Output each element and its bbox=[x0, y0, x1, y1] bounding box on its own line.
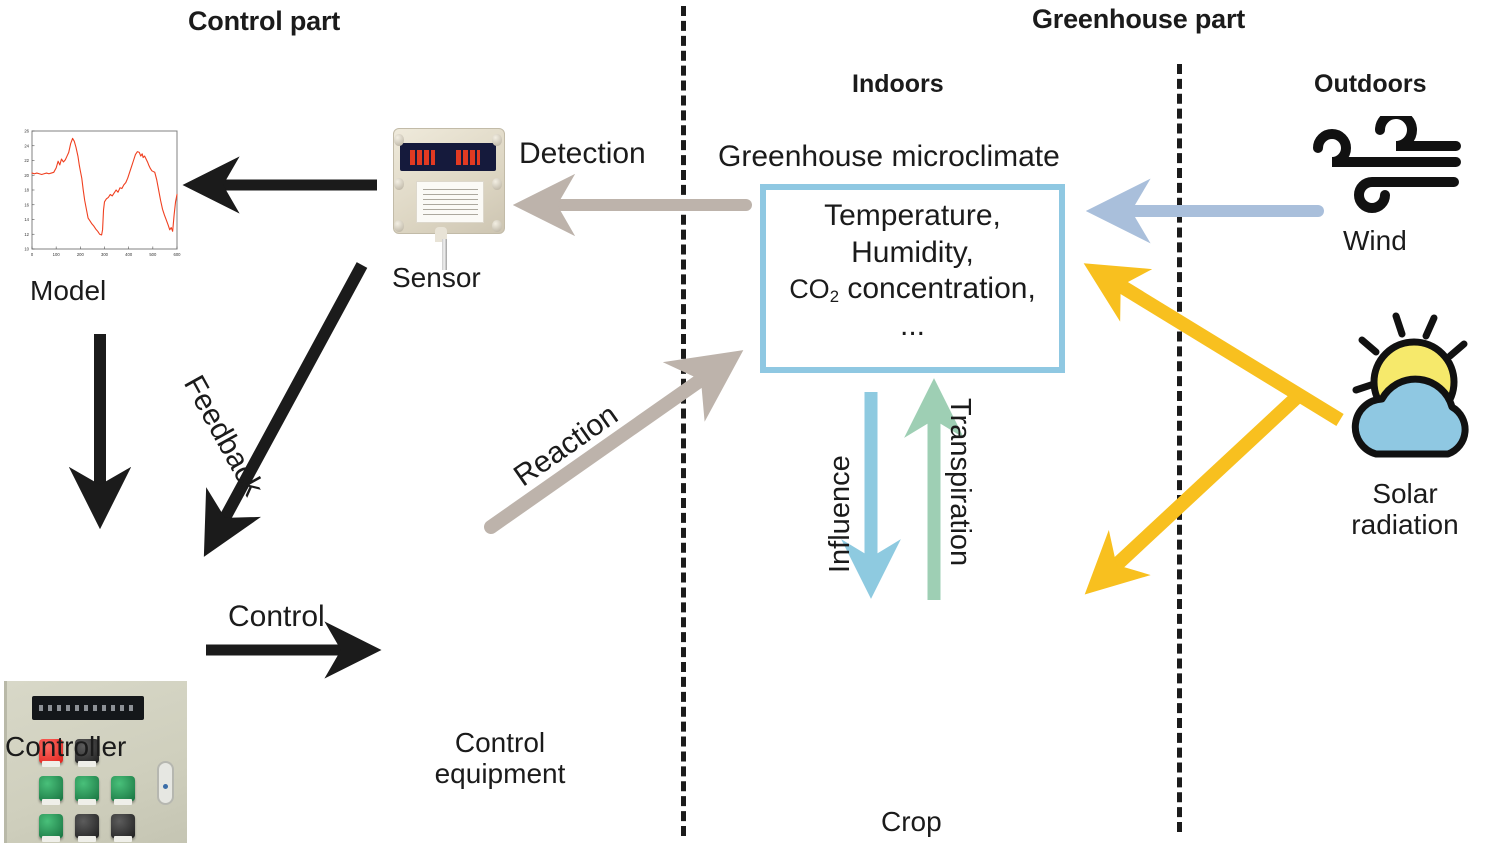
label-control-equipment-line1: Control bbox=[454, 727, 546, 758]
svg-text:26: 26 bbox=[24, 129, 29, 134]
microclimate-co2-suffix: concentration, bbox=[839, 272, 1036, 306]
arrow-solar-to-microclimate bbox=[1083, 263, 1344, 426]
controller-photo bbox=[4, 681, 187, 843]
label-model: Model bbox=[30, 275, 107, 306]
svg-text:16: 16 bbox=[24, 202, 29, 207]
microclimate-ellipsis: ... bbox=[899, 308, 925, 342]
label-solar-radiation: Solar radiation bbox=[1310, 478, 1500, 541]
arrow-feedback bbox=[203, 262, 368, 557]
svg-text:300: 300 bbox=[101, 252, 109, 257]
label-control-equipment: Control equipment bbox=[390, 727, 610, 790]
microclimate-co2-subscript: 2 bbox=[829, 287, 839, 307]
label-control-equipment-line2: equipment bbox=[434, 758, 566, 790]
label-control: Control bbox=[228, 600, 325, 633]
label-solar-line1: Solar bbox=[1372, 478, 1438, 509]
svg-text:24: 24 bbox=[24, 143, 29, 148]
wind-icon bbox=[1306, 116, 1466, 226]
arrow-reaction bbox=[484, 350, 744, 534]
arrow-solar-to-crop bbox=[1084, 391, 1302, 595]
model-chart-svg: 10 12 14 16 18 20 22 24 26 0 100 200 300 400 500 600 bbox=[24, 129, 182, 257]
label-influence: Influence bbox=[824, 455, 856, 573]
svg-text:10: 10 bbox=[24, 247, 29, 252]
svg-text:20: 20 bbox=[24, 173, 29, 178]
microclimate-co2: CO2 concentration, bbox=[789, 271, 1036, 308]
microclimate-co2-prefix: CO bbox=[789, 274, 830, 305]
svg-text:12: 12 bbox=[24, 232, 29, 237]
svg-text:500: 500 bbox=[149, 252, 157, 257]
label-sensor: Sensor bbox=[392, 262, 481, 293]
label-microclimate-title: Greenhouse microclimate bbox=[718, 140, 1060, 173]
header-indoors: Indoors bbox=[852, 70, 944, 98]
svg-text:200: 200 bbox=[77, 252, 85, 257]
svg-text:14: 14 bbox=[24, 217, 29, 222]
svg-text:600: 600 bbox=[174, 252, 182, 257]
sensor-photo bbox=[382, 122, 514, 270]
svg-text:0: 0 bbox=[31, 252, 34, 257]
svg-text:100: 100 bbox=[53, 252, 61, 257]
svg-text:400: 400 bbox=[125, 252, 133, 257]
label-solar-line2: radiation bbox=[1351, 509, 1459, 541]
header-outdoors: Outdoors bbox=[1314, 70, 1427, 98]
header-control-part: Control part bbox=[188, 6, 341, 36]
label-crop: Crop bbox=[881, 806, 942, 837]
label-wind: Wind bbox=[1343, 225, 1407, 256]
label-controller: Controller bbox=[5, 731, 127, 762]
header-greenhouse-part: Greenhouse part bbox=[1032, 4, 1246, 34]
label-transpiration: Transpiration bbox=[944, 398, 976, 567]
microclimate-temperature: Temperature, bbox=[824, 199, 1001, 232]
svg-text:18: 18 bbox=[24, 188, 29, 193]
model-chart: 10 12 14 16 18 20 22 24 26 0 100 200 300 400 500 600 bbox=[10, 125, 182, 265]
label-detection: Detection bbox=[519, 137, 646, 170]
svg-text:22: 22 bbox=[24, 158, 29, 163]
solar-icon bbox=[1318, 306, 1498, 476]
microclimate-box: Temperature, Humidity, CO2 concentration… bbox=[760, 184, 1065, 373]
divider-indoors-outdoors bbox=[1177, 64, 1182, 832]
microclimate-humidity: Humidity, bbox=[851, 235, 974, 269]
